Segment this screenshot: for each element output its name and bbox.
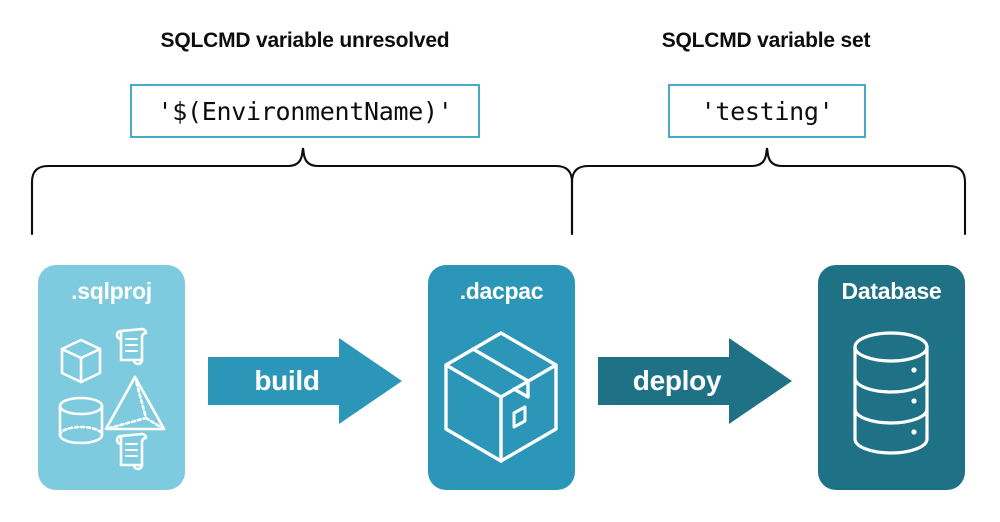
package-box-icon bbox=[444, 331, 558, 463]
script-scroll-icon-top bbox=[115, 327, 148, 366]
artifact-label-database: Database bbox=[841, 278, 942, 304]
code-box-testing: 'testing' bbox=[668, 84, 866, 138]
heading-sqlcmd-variable-unresolved: SQLCMD variable unresolved bbox=[160, 29, 450, 52]
arrow-deploy: deploy bbox=[598, 336, 794, 426]
heading-sqlcmd-variable-set: SQLCMD variable set bbox=[661, 29, 871, 52]
brace-right bbox=[570, 147, 967, 236]
artifact-label-sqlproj: .sqlproj bbox=[71, 278, 152, 304]
pyramid-icon bbox=[104, 375, 166, 431]
cylinder-icon bbox=[58, 396, 104, 445]
artifact-box-sqlproj: .sqlproj bbox=[38, 265, 185, 490]
arrow-build: build bbox=[208, 336, 404, 426]
arrow-build-shape bbox=[208, 338, 402, 424]
artifact-label-dacpac: .dacpac bbox=[459, 278, 544, 304]
arrow-deploy-shape bbox=[598, 338, 792, 424]
artifact-box-dacpac: .dacpac bbox=[428, 265, 575, 490]
cube-icon bbox=[60, 338, 102, 384]
database-cylinder-icon bbox=[853, 331, 929, 455]
sqlproj-icon-group bbox=[58, 327, 166, 471]
code-box-environment-name: '$(EnvironmentName)' bbox=[130, 84, 480, 138]
script-scroll-icon-bottom bbox=[115, 432, 148, 471]
brace-left bbox=[30, 147, 574, 236]
artifact-box-database: Database bbox=[818, 265, 965, 490]
